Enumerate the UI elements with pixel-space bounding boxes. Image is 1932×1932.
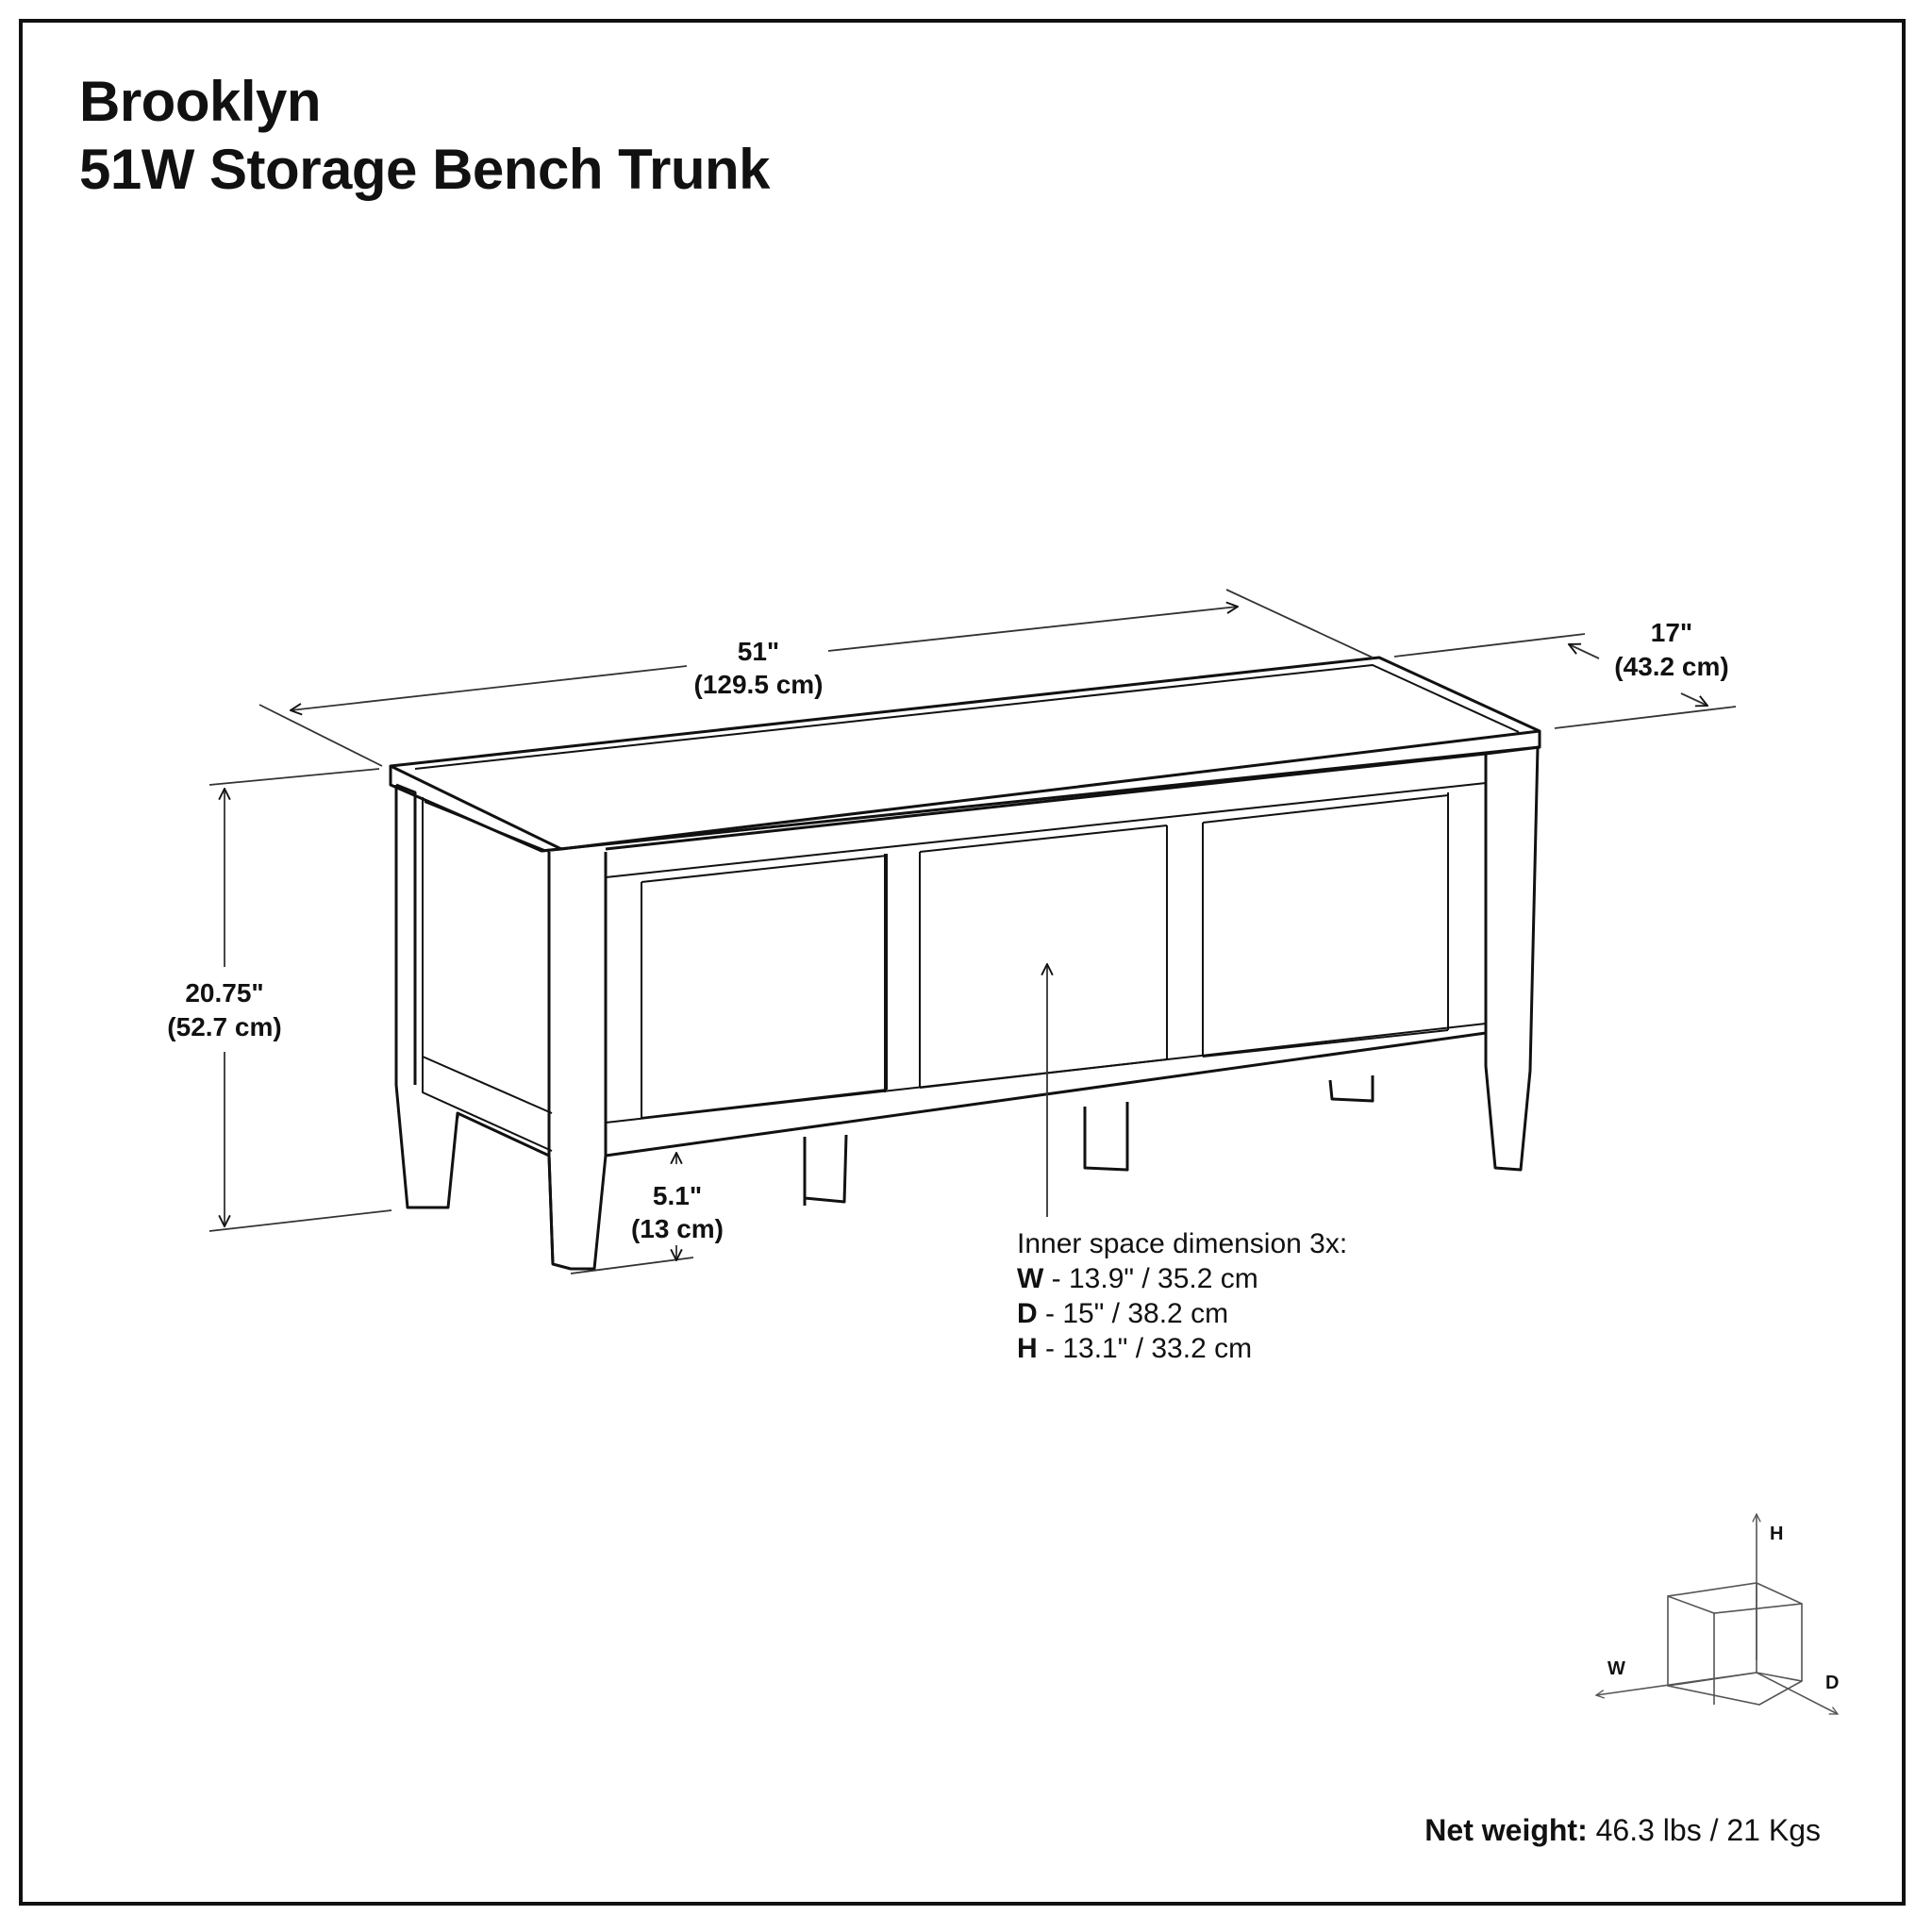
bench-front-left-leg	[547, 852, 608, 1265]
title-line-product: 51W Storage Bench Trunk	[79, 138, 771, 201]
width-dim-line-right	[827, 607, 1238, 652]
width-label-cm: (129.5 cm)	[694, 670, 824, 699]
depth-dim-line-bottom	[1680, 692, 1707, 706]
axis-h-label: H	[1770, 1524, 1783, 1544]
product-title: Brooklyn 51W Storage Bench Trunk	[79, 68, 771, 204]
inner-space-row-w: W - 13.9" / 35.2 cm	[1017, 1261, 1347, 1296]
bench-rear-leg-3	[1328, 1075, 1374, 1103]
bench-rear-leg-1	[803, 1134, 848, 1204]
dimension-lines	[208, 589, 1737, 1274]
inner-space-row-d: D - 15" / 38.2 cm	[1017, 1296, 1347, 1331]
inner-space-row-h: H - 13.1" / 33.2 cm	[1017, 1331, 1347, 1366]
inner-space-heading: Inner space dimension 3x:	[1017, 1228, 1348, 1259]
width-dim-line-left	[291, 665, 688, 710]
depth-label-in: 17"	[1651, 618, 1692, 647]
height-label-cm: (52.7 cm)	[167, 1012, 281, 1041]
inner-space-value-d: - 15" / 38.2 cm	[1037, 1298, 1229, 1329]
bench-panel-right	[1202, 795, 1449, 1057]
bench-illustration	[389, 656, 1541, 1271]
net-weight-value: 46.3 lbs / 21 Kgs	[1587, 1813, 1821, 1847]
inner-space-key-d: D	[1017, 1298, 1038, 1329]
clearance-label-cm: (13 cm)	[631, 1214, 724, 1243]
inner-space-key-h: H	[1017, 1333, 1038, 1364]
inner-space-value-h: - 13.1" / 33.2 cm	[1037, 1333, 1253, 1364]
bench-rear-leg-2	[1083, 1102, 1129, 1172]
title-line-brand: Brooklyn	[79, 70, 322, 133]
axis-key-cube	[1596, 1514, 1838, 1715]
inner-space-value-w: - 13.9" / 35.2 cm	[1043, 1263, 1258, 1294]
axis-d-label: D	[1825, 1673, 1839, 1693]
bench-panel-center	[919, 825, 1168, 1088]
axis-w-line	[1596, 1672, 1757, 1695]
outer-frame	[19, 19, 1906, 1906]
bench-front-right-leg	[1484, 746, 1540, 1172]
bench-panel-left	[641, 854, 888, 1118]
inner-space-spec: Inner space dimension 3x: W - 13.9" / 35…	[1017, 1226, 1347, 1366]
net-weight-label: Net weight:	[1424, 1813, 1588, 1847]
axis-w-label: W	[1607, 1658, 1625, 1679]
depth-dim-line-top	[1569, 644, 1600, 659]
bench-left-side	[394, 785, 608, 1271]
clearance-label-in: 5.1"	[653, 1181, 702, 1210]
width-label-in: 51"	[738, 637, 779, 666]
inner-space-key-w: W	[1017, 1263, 1044, 1294]
depth-label-cm: (43.2 cm)	[1614, 652, 1728, 681]
net-weight: Net weight: 46.3 lbs / 21 Kgs	[1424, 1811, 1821, 1849]
height-label-in: 20.75"	[185, 978, 263, 1008]
axis-d-line	[1756, 1672, 1838, 1715]
